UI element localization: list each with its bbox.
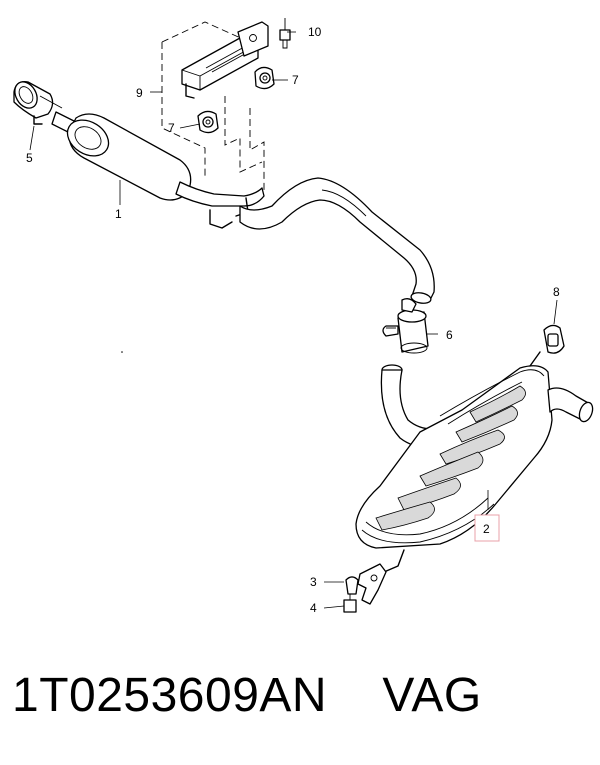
- callout-5: 5: [26, 151, 33, 165]
- rubber-mount-lower: [197, 110, 219, 134]
- callout-9: 9: [136, 86, 143, 100]
- bracket-assembly: [161, 18, 291, 190]
- bolt-item-4: [343, 594, 357, 613]
- bottom-bracket: [343, 563, 387, 613]
- callout-4: 4: [310, 601, 317, 615]
- callout-7-lower: 7: [168, 121, 175, 135]
- callout-7-upper: 7: [292, 73, 299, 87]
- callout-1: 1: [115, 207, 122, 221]
- leader-lines: [29, 31, 558, 609]
- middle-pipe: [239, 177, 435, 304]
- part-number-text: 1T0253609AN VAG: [12, 669, 482, 722]
- stray-dot: [121, 351, 123, 353]
- front-clamp: [13, 81, 63, 125]
- exhaust-system-diagram: 5 1 10 9 7 7 6 8 3 4 2: [13, 18, 594, 615]
- callout-2-highlight: 2: [474, 514, 500, 542]
- footer: 1T0253609AN VAG: [0, 660, 600, 765]
- front-silencer: [51, 111, 265, 229]
- pipe-clamp: [382, 298, 429, 354]
- rubber-mount-upper: [254, 66, 275, 90]
- rubber-mount-rear: [543, 324, 565, 354]
- callout-6: 6: [446, 328, 453, 342]
- rear-silencer: [355, 351, 594, 573]
- callout-2: 2: [483, 522, 490, 536]
- bolt-item-10: [279, 18, 291, 49]
- callout-3: 3: [310, 575, 317, 589]
- callout-labels: 5 1 10 9 7 7 6 8 3 4 2: [26, 25, 560, 615]
- callout-10: 10: [308, 25, 322, 39]
- callout-8: 8: [553, 285, 560, 299]
